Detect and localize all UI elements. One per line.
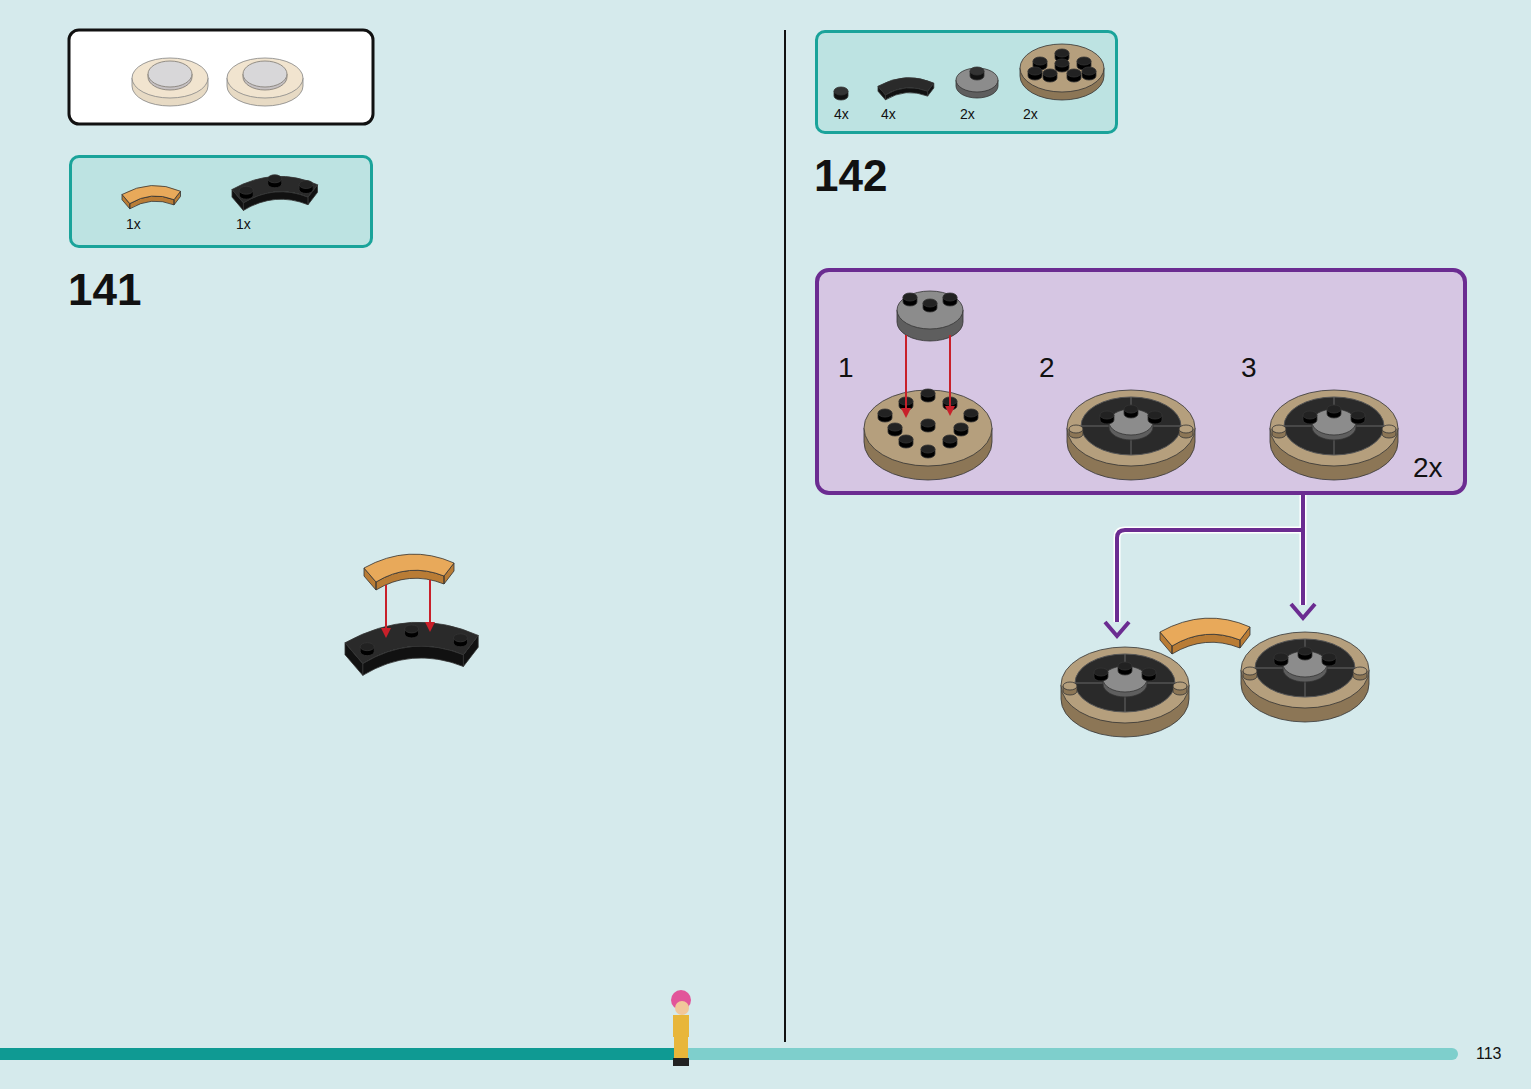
part-count: 4x — [834, 107, 849, 121]
parts-box-fill — [815, 30, 1118, 134]
page-divider — [784, 30, 786, 1042]
part-count: 1x — [126, 217, 141, 231]
substep-number: 2x — [1413, 454, 1443, 482]
progress-track — [680, 1048, 1458, 1060]
parts-box: 4x 4x 2x 2x — [815, 30, 1118, 134]
part-count: 4x — [881, 107, 896, 121]
part-count: 1x — [236, 217, 251, 231]
substep-number: 2 — [1039, 354, 1055, 382]
page-number: 113 — [1476, 1046, 1502, 1062]
context-box — [69, 30, 373, 124]
minifigure — [671, 990, 691, 1066]
substep-box: 1 2 3 2x — [815, 268, 1467, 495]
progress-bar — [0, 1048, 686, 1060]
part-count: 2x — [960, 107, 975, 121]
step-number: 141 — [68, 268, 141, 312]
parts-box-fill — [69, 155, 373, 248]
substep-number: 1 — [838, 354, 854, 382]
parts-drawing — [122, 44, 1398, 737]
step-number: 142 — [814, 154, 887, 198]
parts-box: 1x 1x — [69, 155, 373, 248]
substep-number: 3 — [1241, 354, 1257, 382]
part-count: 2x — [1023, 107, 1038, 121]
substep-box-fill — [815, 268, 1467, 495]
